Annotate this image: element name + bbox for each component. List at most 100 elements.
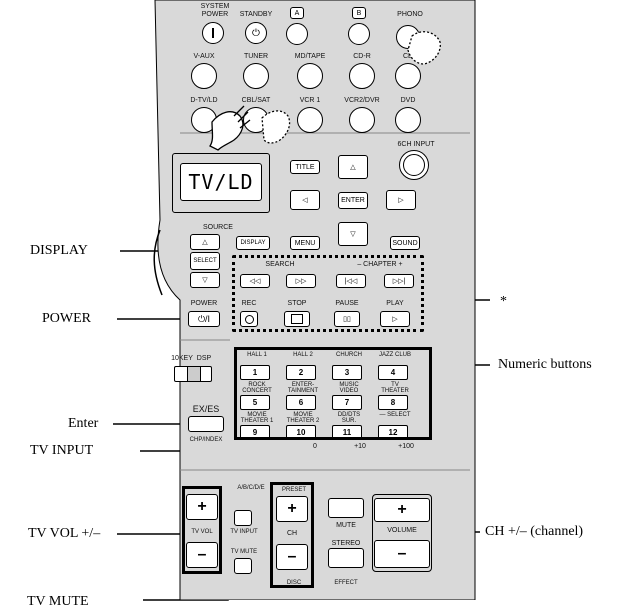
six-ch-input-button[interactable] (399, 150, 429, 180)
ch-plus-button[interactable]: + (276, 496, 308, 522)
numeric-button-3[interactable]: 3 (332, 365, 362, 380)
numeric-sub-2: +100 (398, 443, 414, 450)
sound-button[interactable]: SOUND (390, 236, 420, 250)
system-power-button[interactable] (202, 22, 224, 44)
play-button[interactable]: ▷ (380, 311, 410, 327)
volume-label: VOLUME (387, 527, 417, 534)
lcd-text: TV/LD (188, 170, 254, 194)
source-up-icon: △ (202, 239, 208, 246)
numeric-button-7[interactable]: 7 (332, 395, 362, 410)
mute-button[interactable] (328, 498, 364, 518)
source-label-8: VCR 1 (299, 97, 321, 104)
md-tape-button[interactable] (297, 63, 323, 89)
tuner-button[interactable] (243, 63, 269, 89)
a-button[interactable] (286, 23, 308, 45)
vcr2-dvr-button[interactable] (349, 107, 375, 133)
right-button[interactable]: ▷ (386, 190, 416, 210)
exes-button[interactable] (188, 416, 224, 432)
stop-button[interactable] (284, 311, 310, 327)
source-down-button[interactable]: ▽ (190, 272, 220, 288)
chapter-prev-button[interactable]: |◁◁ (336, 274, 366, 288)
search-ff-button[interactable]: ▷▷ (286, 274, 316, 288)
search-rew-button[interactable]: ◁◁ (240, 274, 270, 288)
v-aux-button[interactable] (191, 63, 217, 89)
power-toggle-icon: ⏻/I (197, 313, 211, 324)
power-bar-icon (212, 28, 214, 38)
title-button[interactable]: TITLE (290, 160, 320, 174)
source-label-6: D-TV/LD (190, 97, 218, 104)
numeric-label-1: HALL 1 (247, 352, 267, 358)
skip-back-icon: |◁◁ (344, 278, 358, 285)
chapter-label: – CHAPTER + (357, 261, 403, 268)
volume-plus-button[interactable]: + (374, 498, 430, 522)
display-button[interactable]: DISPLAY (236, 236, 270, 250)
cd-r-button[interactable] (349, 63, 375, 89)
phono-button[interactable] (396, 25, 420, 49)
standby-button[interactable]: ⏻ (245, 22, 267, 44)
stereo-label: STEREO (331, 540, 361, 547)
numeric-highlight (234, 347, 432, 440)
enter-button[interactable]: ENTER (338, 192, 368, 209)
chpindex-label: CHP/INDEX (189, 437, 223, 443)
callout-display: DISPLAY (30, 243, 88, 258)
volume-minus-button[interactable]: – (374, 540, 430, 568)
numeric-button-1[interactable]: 1 (240, 365, 270, 380)
vcr1-button[interactable] (297, 107, 323, 133)
dvd-button[interactable] (395, 107, 421, 133)
ch-minus-button[interactable]: – (276, 544, 308, 570)
callout-tv-vol: TV VOL +/– (28, 526, 101, 541)
tv-vol-minus-button[interactable]: – (186, 542, 218, 568)
numeric-button-8[interactable]: 8 (378, 395, 408, 410)
down-button[interactable]: ▽ (338, 222, 368, 246)
ch-highlight (270, 482, 314, 588)
numeric-label-2: HALL 2 (293, 352, 313, 358)
rec-label: REC (241, 300, 257, 307)
tv-mute-label: TV MUTE (230, 549, 258, 555)
stop-icon (291, 314, 303, 324)
numeric-button-4[interactable]: 4 (378, 365, 408, 380)
dotted-group-box (232, 255, 424, 332)
b-button[interactable] (348, 23, 370, 45)
pause-button[interactable]: ▯▯ (334, 311, 360, 327)
disc-label: DISC (286, 580, 302, 586)
tv-input-label: TV INPUT (230, 529, 258, 535)
numeric-label-12: — SELECT (379, 412, 411, 418)
cbl-sat-button[interactable] (243, 107, 269, 133)
numeric-button-2[interactable]: 2 (286, 365, 316, 380)
numeric-button-6[interactable]: 6 (286, 395, 316, 410)
play-label: PLAY (386, 300, 404, 307)
callout-asterisk: * (500, 294, 507, 309)
up-button[interactable]: △ (338, 155, 368, 179)
standby-icon: ⏻ (252, 27, 260, 39)
source-label-2: TUNER (243, 53, 269, 60)
tv-input-button[interactable] (234, 510, 252, 526)
rec-button[interactable] (240, 311, 258, 327)
callout-tv-mute: TV MUTE (27, 594, 89, 609)
preset-label: PRESET (281, 487, 306, 493)
stereo-button[interactable] (328, 548, 364, 568)
tenkey-dsp-switch[interactable] (174, 366, 212, 382)
callout-numeric: Numeric buttons (498, 357, 592, 372)
six-ch-input-label: 6CH INPUT (397, 141, 435, 148)
right-arrow-icon: ▷ (398, 197, 404, 204)
switch-knob (187, 367, 201, 381)
numeric-sub-0: 0 (313, 443, 317, 450)
power-label: POWER (190, 300, 218, 307)
callout-power: POWER (42, 311, 91, 326)
cd-button[interactable] (395, 63, 421, 89)
tenkey-label: 10KEY (171, 355, 193, 362)
source-select-button[interactable]: SELECT (190, 252, 220, 270)
standby-label: STANDBY (239, 11, 273, 18)
play-icon: ▷ (392, 316, 398, 323)
d-tv-ld-button[interactable] (191, 107, 217, 133)
numeric-button-5[interactable]: 5 (240, 395, 270, 410)
source-label-1: V-AUX (193, 53, 215, 60)
tv-vol-plus-button[interactable]: + (186, 494, 218, 520)
power-button[interactable]: ⏻/I (188, 311, 220, 327)
callout-enter: Enter (68, 416, 99, 431)
left-button[interactable]: ◁ (290, 190, 320, 210)
menu-button[interactable]: MENU (290, 236, 320, 250)
source-up-button[interactable]: △ (190, 234, 220, 250)
tv-mute-button[interactable] (234, 558, 252, 574)
chapter-next-button[interactable]: ▷▷| (384, 274, 414, 288)
